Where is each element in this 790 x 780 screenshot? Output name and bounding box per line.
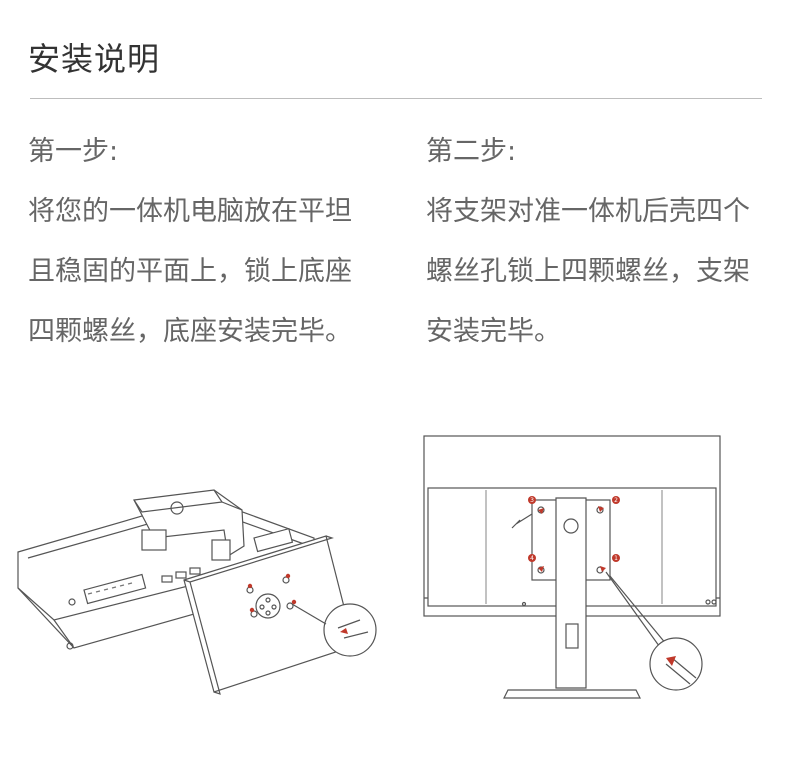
callout-1: 1 <box>614 555 618 562</box>
step-two-text: 将支架对准一体机后壳四个螺丝孔锁上四颗螺丝，支架安装完毕。 <box>426 196 750 347</box>
step-one: 第一步: 将您的一体机电脑放在平坦且稳固的平面上，锁上底座四颗螺丝，底座安装完毕… <box>28 122 364 362</box>
step-one-title: 第一步: <box>28 136 119 167</box>
callout-3: 3 <box>530 497 534 504</box>
step-two-title: 第二步: <box>426 136 517 167</box>
base-installation-illustration <box>17 489 377 695</box>
callout-4: 4 <box>530 555 534 562</box>
title-divider <box>30 98 762 99</box>
page-title: 安装说明 <box>28 40 161 78</box>
stand-installation-illustration: 3 2 4 1 <box>423 435 721 699</box>
step-two: 第二步: 将支架对准一体机后壳四个螺丝孔锁上四颗螺丝，支架安装完毕。 <box>426 122 762 362</box>
step-one-text: 将您的一体机电脑放在平坦且稳固的平面上，锁上底座四颗螺丝，底座安装完毕。 <box>28 196 352 347</box>
callout-2: 2 <box>614 497 618 504</box>
